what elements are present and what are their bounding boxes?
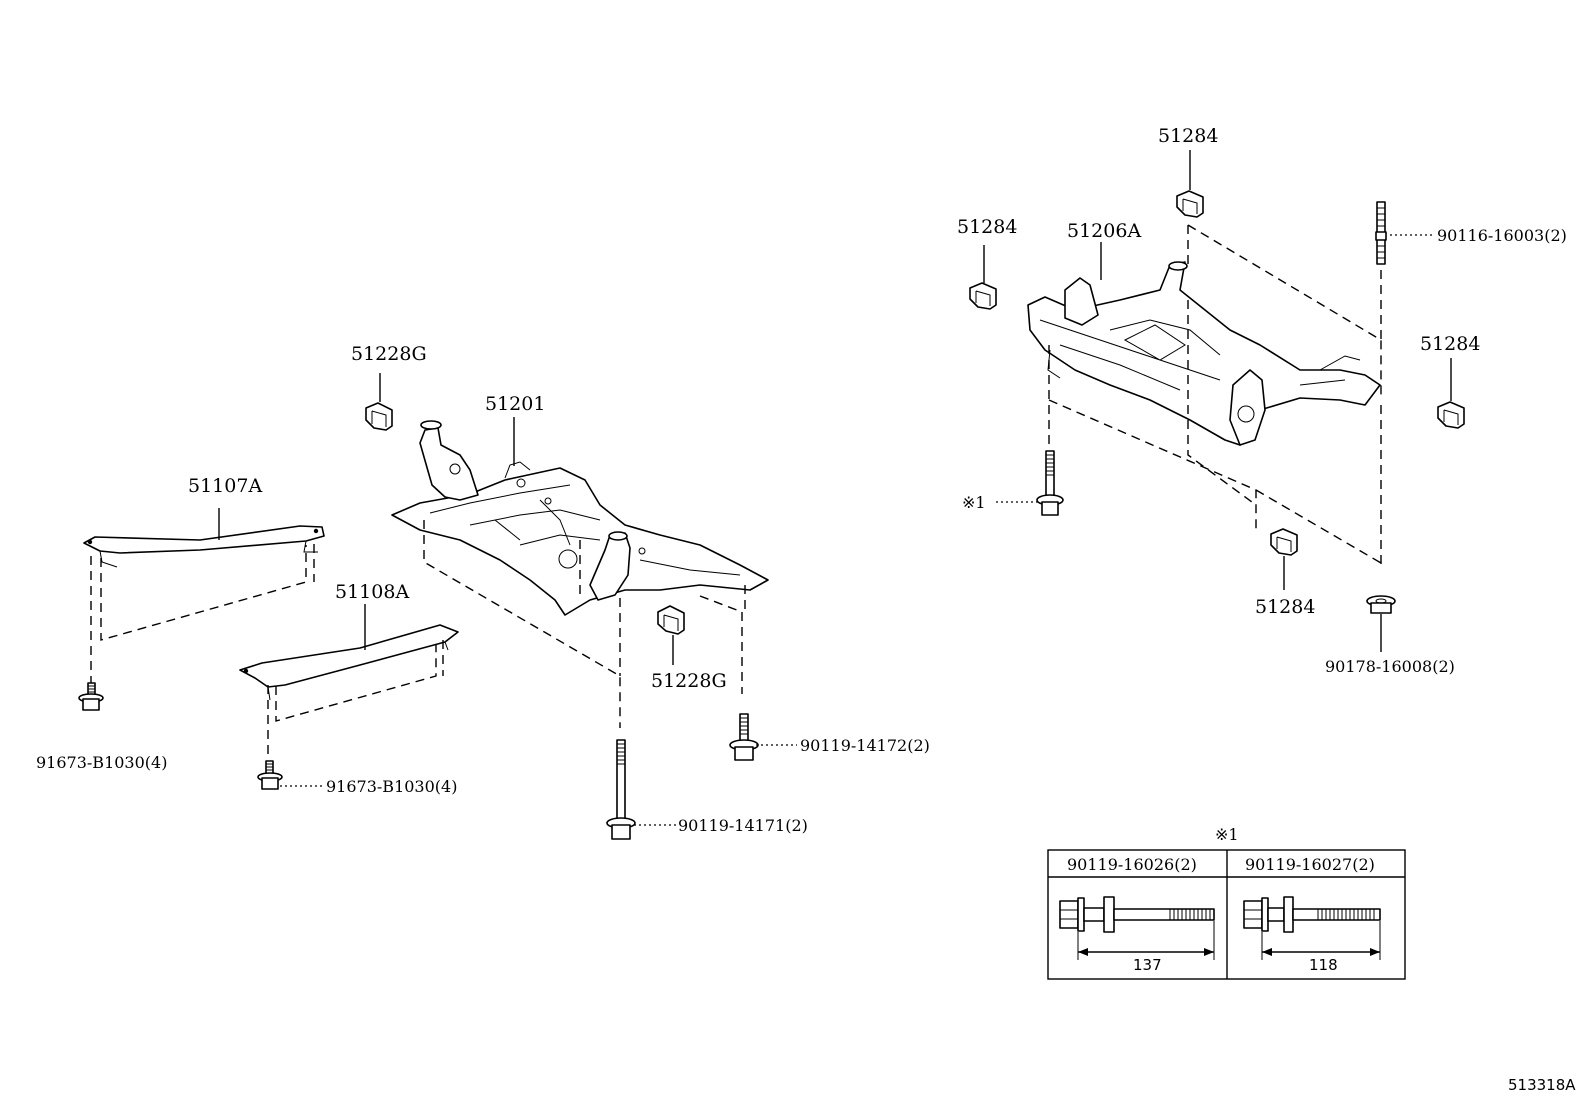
label-90119-14172: 90119-14172(2) (800, 736, 930, 755)
bolt-90119-16027-drawing (1243, 896, 1381, 960)
bolt-90119-14172-icon (729, 713, 759, 761)
bolt-note1-icon (1036, 450, 1064, 516)
nut-90178-16008-icon (1366, 595, 1396, 614)
stopper-51284-bottom-icon (1270, 528, 1298, 556)
label-90119-14171: 90119-14171(2) (678, 816, 808, 835)
label-51108a: 51108A (335, 581, 409, 603)
stopper-51228g-top-icon (365, 402, 393, 431)
front-crossmember-dash-lines (423, 520, 746, 728)
bolt-91673-rear-icon (257, 760, 283, 790)
label-90178-16008: 90178-16008(2) (1325, 657, 1455, 676)
illustration-code: 513318A (1508, 1076, 1576, 1094)
stopper-51284-right-icon (1437, 401, 1465, 429)
label-51284-bottom: 51284 (1255, 596, 1315, 618)
label-91673-front: 91673-B1030(4) (36, 753, 167, 772)
stopper-51284-left-icon (969, 282, 997, 310)
note-table-col2-length: 118 (1309, 956, 1338, 974)
rear-crossmember-51206a-illustration (1027, 261, 1381, 446)
note-table-col2-part: 90119-16027(2) (1245, 855, 1375, 874)
bolt-91673-front-icon (78, 682, 104, 711)
bolt-90119-16026-drawing (1059, 896, 1215, 960)
label-91673-rear: 91673-B1030(4) (326, 777, 457, 796)
stud-90116-16003-icon (1375, 201, 1387, 265)
label-51228g-bottom: 51228G (651, 670, 727, 692)
note-table (1047, 849, 1406, 980)
bolt-90119-14171-icon (606, 739, 636, 840)
label-90116-16003: 90116-16003(2) (1437, 226, 1567, 245)
note-table-marker: ※1 (1215, 825, 1239, 844)
label-51107a: 51107A (188, 475, 262, 497)
note-table-col1-length: 137 (1133, 956, 1162, 974)
brace-51107a-illustration (83, 525, 325, 568)
brace-51107a-dash-lines (90, 544, 315, 693)
label-51284-top: 51284 (1158, 125, 1218, 147)
label-note1-bolt: ※1 (962, 493, 986, 512)
stopper-51284-top-icon (1176, 190, 1204, 218)
label-51284-right: 51284 (1420, 333, 1480, 355)
stopper-51228g-bottom-icon (657, 605, 685, 635)
label-51284-left: 51284 (957, 216, 1017, 238)
brace-51108a-dash-lines (267, 640, 444, 756)
label-51206a: 51206A (1067, 220, 1141, 242)
label-51228g-top: 51228G (351, 343, 427, 365)
brace-51108a-illustration (239, 624, 459, 701)
note-table-col1-part: 90119-16026(2) (1067, 855, 1197, 874)
label-51201: 51201 (485, 393, 545, 415)
